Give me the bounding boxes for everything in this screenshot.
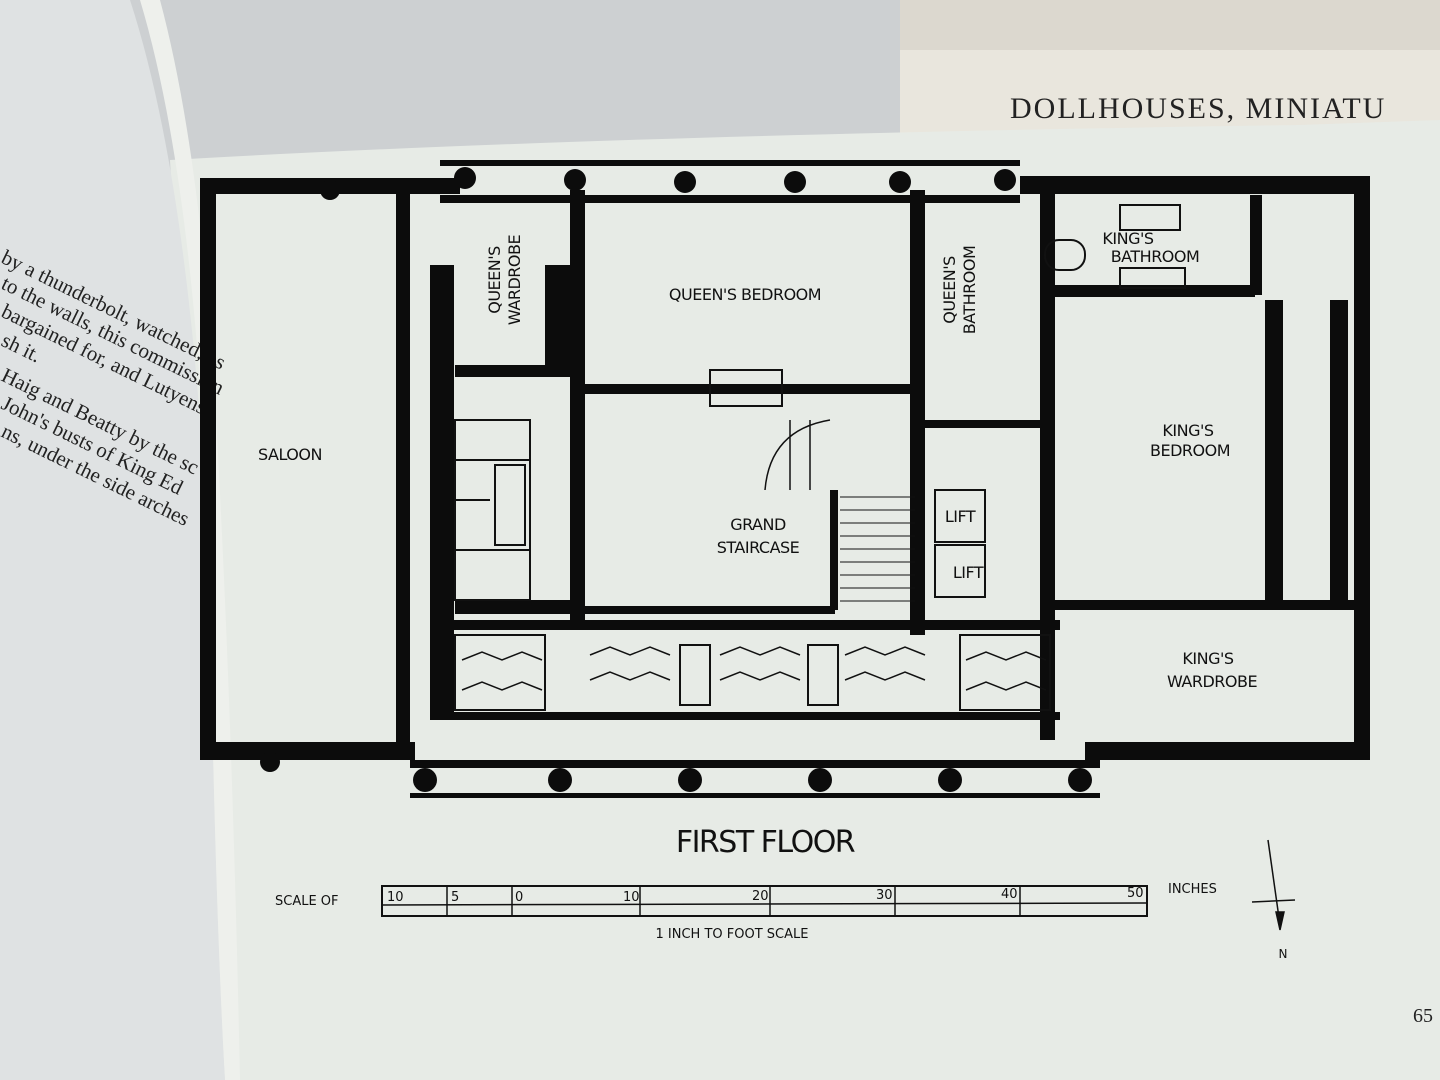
svg-text:10: 10 — [623, 890, 640, 905]
svg-text:SCALE OF: SCALE OF — [275, 894, 339, 909]
floor-plan — [200, 160, 1370, 798]
svg-text:50: 50 — [1127, 886, 1144, 901]
svg-text:40: 40 — [1001, 887, 1018, 902]
label-lift-1: LIFT — [945, 507, 976, 526]
scale-bar: SCALE OF 10 5 0 10 20 30 40 50 INCHES 1 … — [275, 882, 1217, 942]
label-queens-bedroom: QUEEN'S BEDROOM — [669, 285, 821, 304]
svg-text:20: 20 — [752, 889, 769, 904]
page-gutter — [140, 0, 240, 1080]
plan-title: FIRST FLOOR — [676, 825, 855, 860]
svg-text:30: 30 — [876, 888, 893, 903]
north-label: N — [1279, 947, 1288, 961]
facade-columns — [260, 167, 1092, 792]
plan-details — [454, 204, 1186, 711]
label-queens-bathroom: QUEEN'SBATHROOM — [940, 246, 979, 335]
right-page — [170, 120, 1440, 1080]
svg-text:0: 0 — [515, 890, 523, 905]
svg-text:INCHES: INCHES — [1168, 882, 1217, 897]
page-number: 65 — [1413, 1005, 1433, 1027]
room-labels: SALOON QUEEN'SWARDROBE QUEEN'S BEDROOM Q… — [258, 229, 1258, 691]
north-arrow-icon — [1251, 839, 1296, 931]
label-lift-2: LIFT — [953, 563, 984, 582]
svg-text:1 INCH TO FOOT SCALE: 1 INCH TO FOOT SCALE — [656, 927, 809, 942]
label-saloon: SALOON — [258, 445, 322, 464]
book-spine-title: DOLLHOUSES, MINIATU — [1010, 92, 1386, 125]
svg-text:5: 5 — [451, 890, 459, 905]
svg-text:10: 10 — [387, 890, 404, 905]
left-page — [0, 0, 225, 1080]
background-book: DOLLHOUSES, MINIATU — [900, 0, 1440, 140]
label-queens-wardrobe: QUEEN'SWARDROBE — [485, 235, 524, 326]
